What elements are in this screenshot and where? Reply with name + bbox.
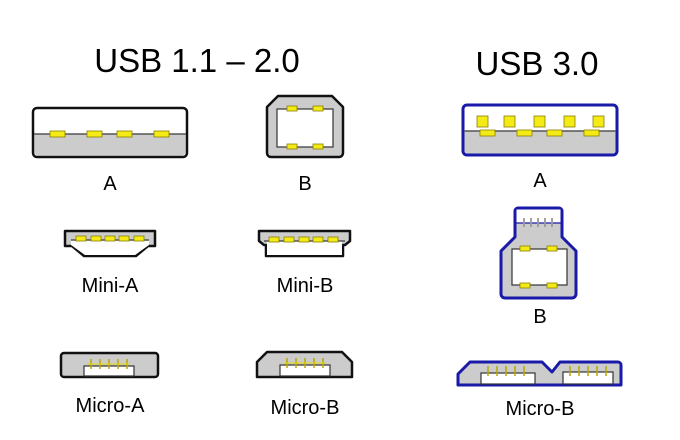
heading-usb2: USB 1.1 – 2.0	[94, 42, 299, 79]
label-usb2-mini-a: Mini-A	[82, 275, 139, 297]
label-usb2-b: B	[298, 173, 311, 195]
usb2-a-connector	[31, 106, 189, 159]
usb2-micro-a-connector	[59, 351, 160, 379]
label-usb2-micro-b: Micro-B	[271, 397, 340, 419]
label-usb3-a: A	[533, 170, 547, 192]
label-usb3-b: B	[533, 306, 546, 328]
usb2-mini-b-connector	[257, 229, 352, 258]
heading-usb3: USB 3.0	[476, 45, 599, 82]
usb3-micro-b-connector	[456, 360, 623, 387]
usb3-b-connector	[499, 206, 578, 300]
usb2-b-connector	[265, 94, 345, 159]
usb2-micro-b-connector	[255, 350, 354, 379]
usb3-a-connector	[461, 103, 619, 157]
label-usb3-micro-b: Micro-B	[506, 398, 575, 420]
label-usb2-micro-a: Micro-A	[76, 395, 146, 417]
label-usb2-mini-b: Mini-B	[277, 275, 334, 297]
label-usb2-a: A	[103, 173, 117, 195]
usb2-mini-a-connector	[63, 229, 157, 258]
